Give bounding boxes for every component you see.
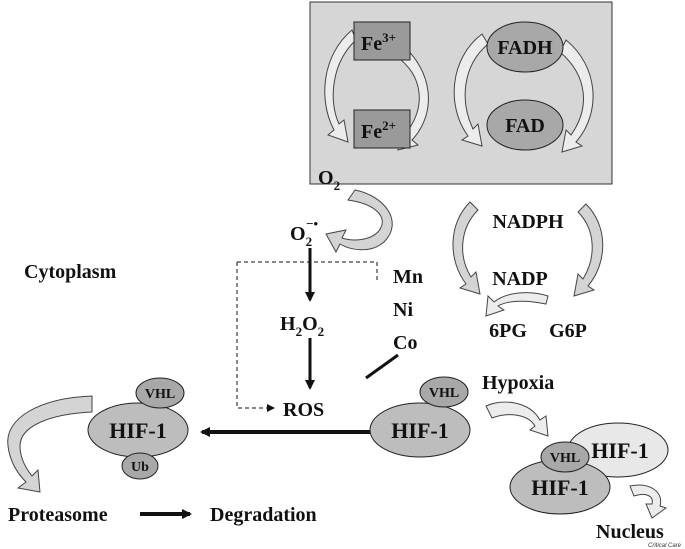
- fad-label: FAD: [505, 115, 545, 137]
- fad-ellipse: [486, 99, 564, 151]
- g6p-label: G6P: [549, 320, 587, 342]
- right-vhl-label: VHL: [550, 451, 580, 466]
- dashed-bracket-left: [236, 262, 275, 412]
- metal-inhibition-line: [365, 353, 399, 380]
- nucleus-label: Nucleus: [596, 521, 664, 543]
- h2o2-label: H2O2: [280, 313, 324, 339]
- right-hif-bottom-label: HIF-1: [531, 475, 588, 500]
- flavin-cycle-left-arrow: [453, 33, 489, 147]
- g6p-to-6pg-arrow: [485, 292, 549, 317]
- metal-co-label: Co: [393, 332, 417, 354]
- middle-vhl-label: VHL: [429, 386, 459, 401]
- metal-ni-label: Ni: [393, 299, 413, 321]
- nadp-label: NADP: [492, 268, 548, 290]
- superoxide-ros-dashed-bracket: [237, 261, 378, 280]
- 6pg-label: 6PG: [489, 320, 527, 342]
- nadph-cycle-left-arrow: [452, 201, 481, 295]
- o2-to-superoxide-arrow: [325, 189, 393, 254]
- middle-hif-label: HIF-1: [391, 418, 448, 443]
- proteasome-label: Proteasome: [8, 504, 108, 526]
- ub-label: Ub: [131, 460, 149, 475]
- fe3-box: [353, 21, 411, 61]
- left-vhl-label: VHL: [145, 387, 175, 402]
- hypoxia-label: Hypoxia: [482, 372, 554, 394]
- cytoplasm-label: Cytoplasm: [24, 261, 117, 283]
- fe2-label: Fe2+: [361, 118, 396, 143]
- left-hif-label: HIF-1: [109, 418, 166, 443]
- middle-hif-ellipse: [369, 402, 471, 458]
- right-hif-top-label: HIF-1: [591, 438, 648, 463]
- right-vhl-ellipse: [540, 441, 590, 473]
- left-vhl-ellipse: [135, 377, 185, 409]
- critical-care-credit: Critical Care: [648, 543, 682, 549]
- ub-ellipse: [121, 452, 159, 480]
- fe3-label: Fe3+: [361, 30, 396, 55]
- iron-cycle-right-arrow: [395, 44, 429, 151]
- fadh-label: FADH: [497, 37, 553, 59]
- metal-mn-label: Mn: [393, 266, 423, 288]
- nadph-label: NADPH: [492, 211, 564, 233]
- nadph-cycle-right-arrow: [573, 203, 604, 297]
- fadh-ellipse: [486, 21, 564, 73]
- flavin-cycle-right-arrow: [559, 39, 594, 153]
- superoxide-label: O2−•: [290, 216, 318, 249]
- fe2-box: [353, 109, 411, 149]
- ros-label: ROS: [283, 399, 324, 421]
- iron-cycle-left-arrow: [324, 29, 357, 143]
- hypoxia-arrow: [485, 401, 549, 437]
- nucleus-arrow: [629, 484, 668, 519]
- hif-to-proteasome-arrow: [7, 395, 93, 493]
- o2-label: O2: [318, 167, 340, 193]
- degradation-label: Degradation: [210, 504, 317, 526]
- middle-vhl-ellipse: [419, 376, 469, 408]
